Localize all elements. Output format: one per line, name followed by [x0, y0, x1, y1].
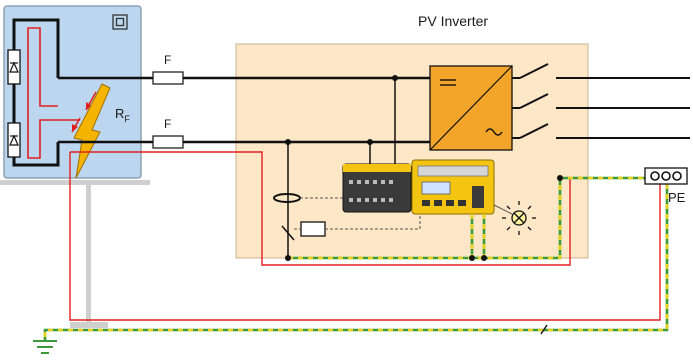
fuse-positive: F: [152, 53, 184, 85]
pe-conductor: [43, 176, 669, 340]
pe-terminal: PE: [644, 167, 688, 205]
ac-output-switches: [512, 63, 690, 139]
fault-resistance-label: RF: [115, 106, 130, 124]
pv-module-frame: [3, 5, 142, 179]
pv-cell-diode-icon: [7, 49, 21, 85]
fuse-negative: F: [152, 117, 184, 149]
insulation-fault-bolt-icon: [73, 83, 111, 179]
pv-string-conductor: [12, 18, 60, 167]
inverter-title: PV Inverter: [418, 13, 488, 29]
pv-support-structure: [0, 180, 150, 328]
pe-label: PE: [668, 190, 686, 205]
fault-return-path: [70, 151, 571, 266]
measurement-taps: [287, 78, 396, 258]
insulation-monitoring-device: [411, 159, 495, 215]
alarm-lamp-icon: [502, 201, 536, 235]
class-ii-symbol-icon: [112, 14, 128, 30]
relay-coil: [300, 221, 326, 237]
pv-module: RF: [3, 5, 142, 179]
ac-symbol-icon: [485, 128, 503, 136]
fuse-label: F: [164, 53, 171, 67]
internal-fault-path: [27, 27, 80, 159]
dc-ac-converter: [429, 65, 513, 151]
inverter-enclosure: [235, 43, 589, 259]
pv-cell-diode-icon: [7, 122, 21, 158]
cable-break-mark: [540, 324, 548, 335]
earth-ground-icon: [33, 340, 57, 354]
fault-return-path-ground: [69, 152, 661, 321]
coupling-device: [342, 163, 412, 213]
disconnect-contact: [281, 225, 295, 241]
fuse-label: F: [164, 117, 171, 131]
